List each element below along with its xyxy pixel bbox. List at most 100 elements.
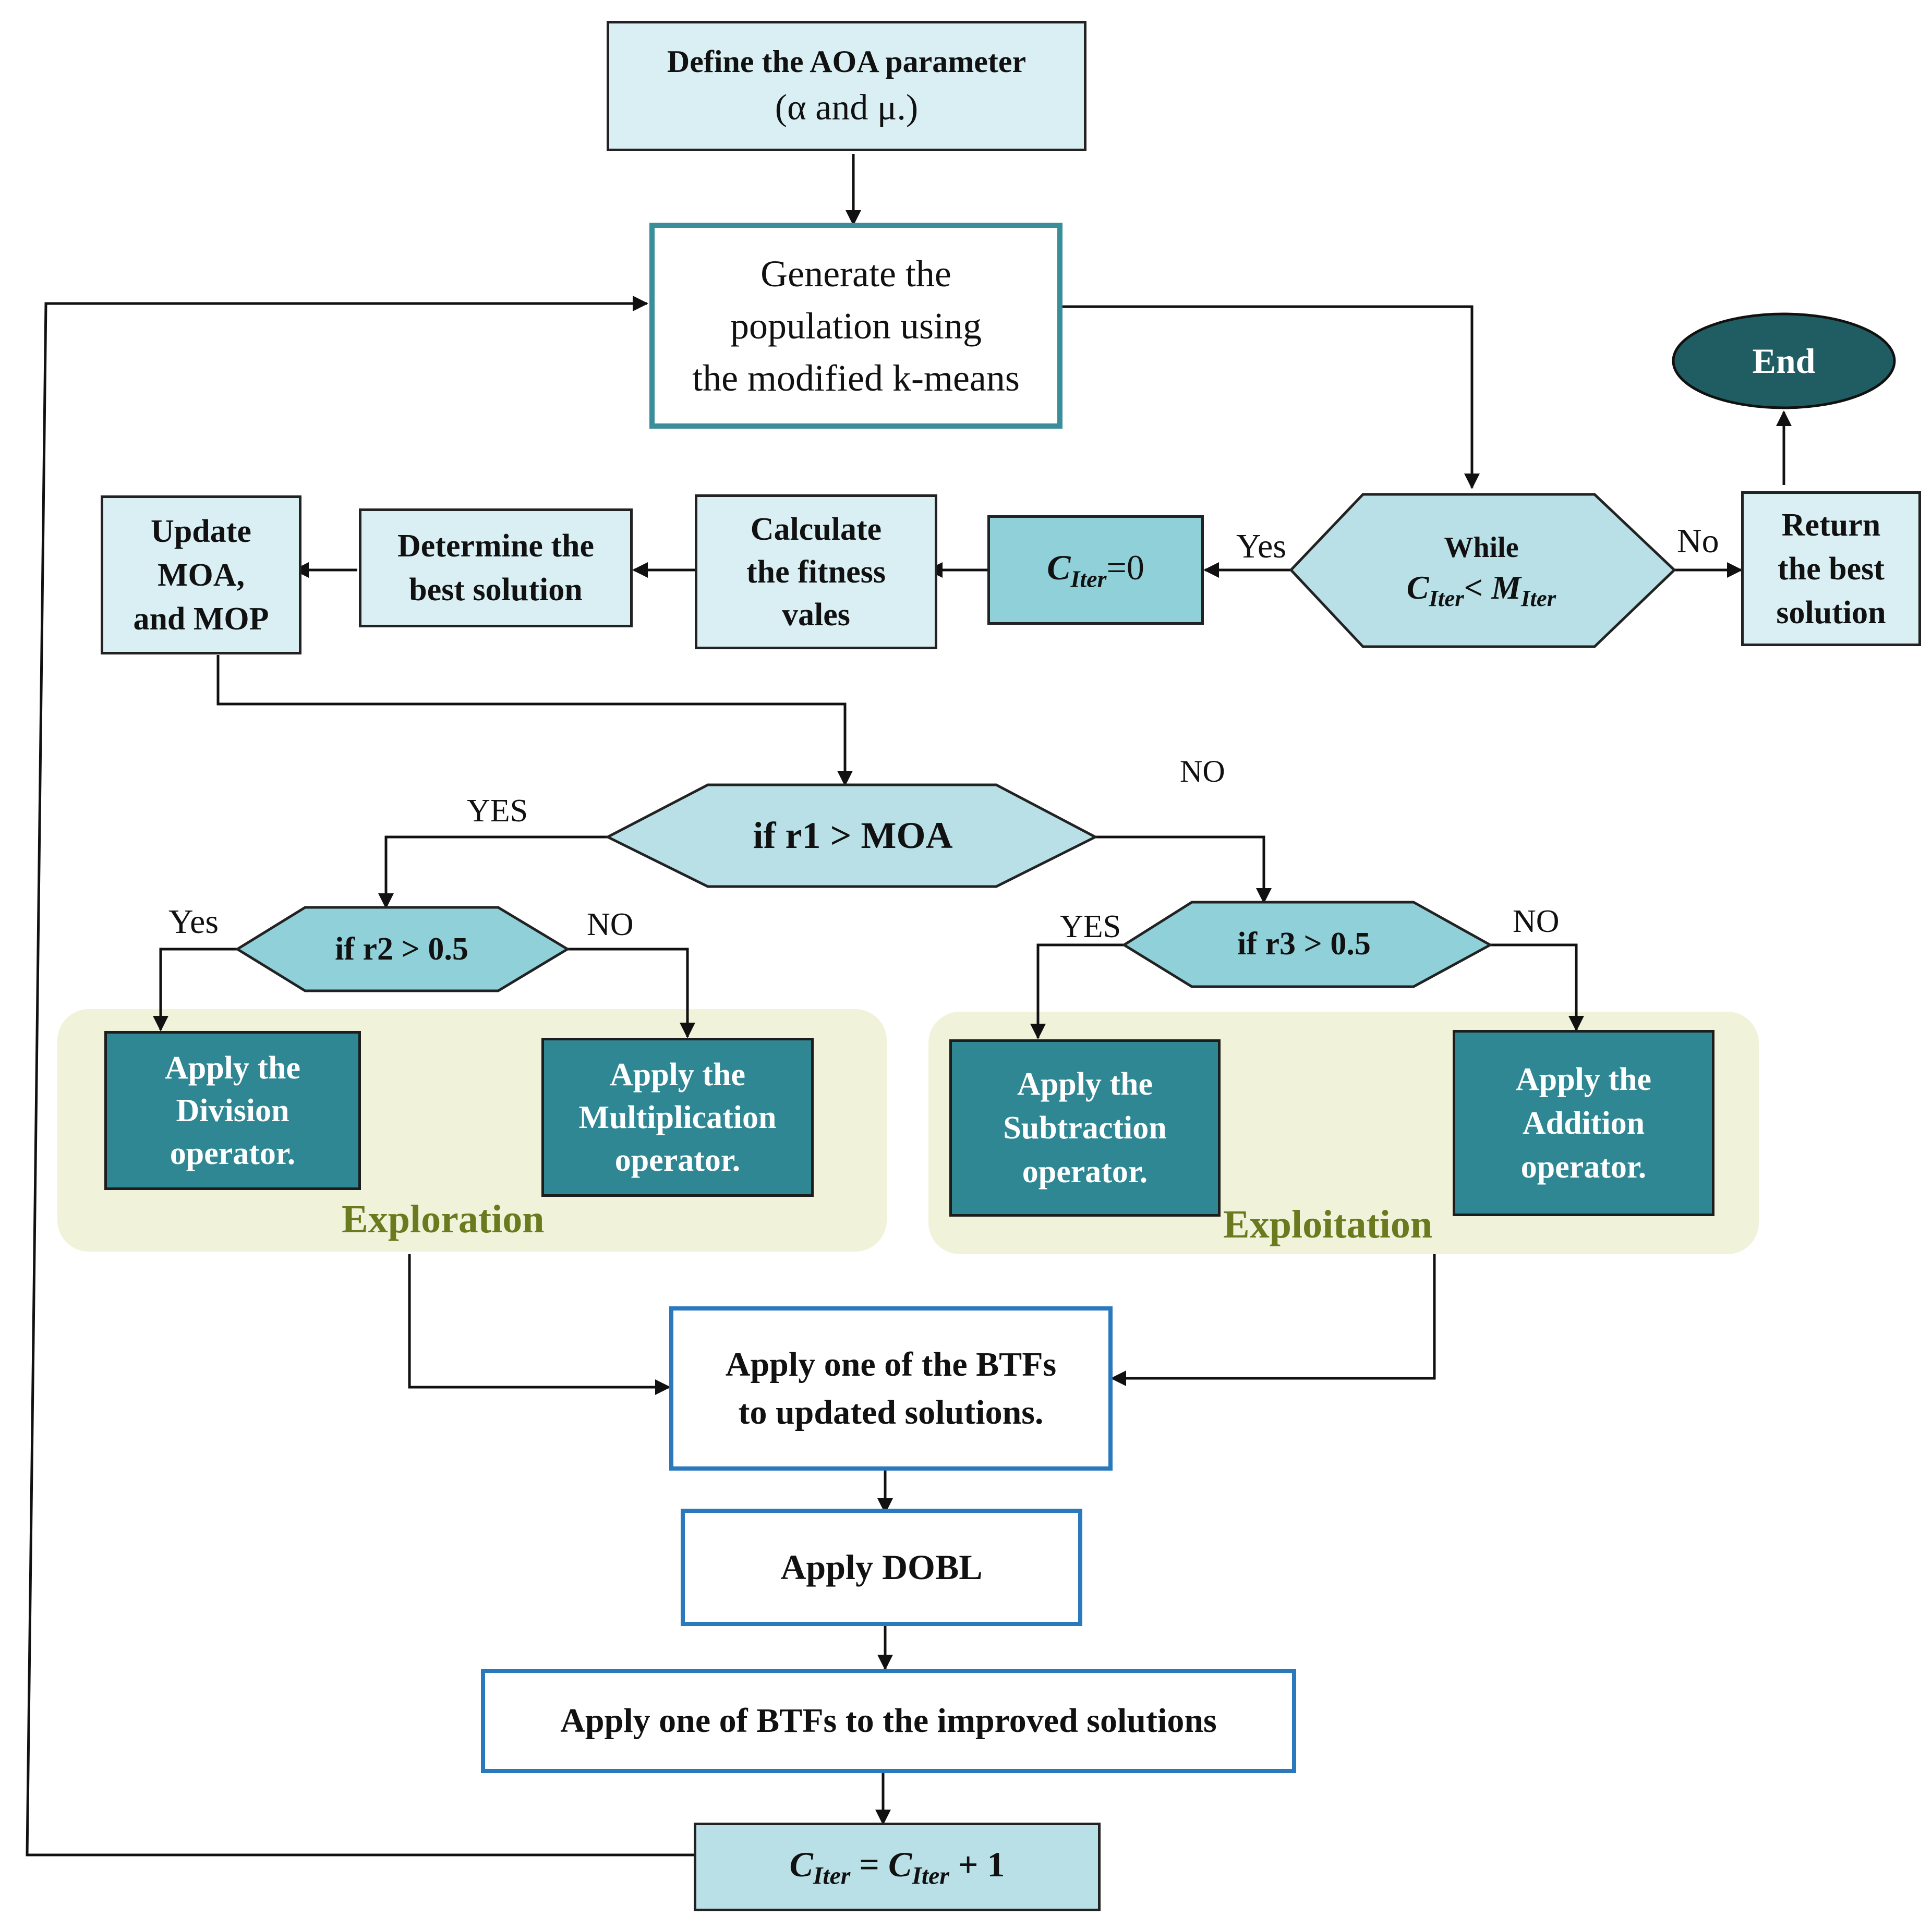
generate-line3: the modified k-means xyxy=(692,357,1020,399)
subtraction-line2: Subtraction xyxy=(1003,1110,1167,1146)
apply-dobl-box: Apply DOBL xyxy=(681,1509,1082,1626)
division-line3: operator. xyxy=(170,1135,296,1171)
r2-text: if r2 > 0.5 xyxy=(335,931,468,967)
increment-rest: + 1 xyxy=(958,1844,1005,1884)
division-line1: Apply the xyxy=(164,1050,301,1086)
exploitation-label: Exploitation xyxy=(1223,1203,1433,1246)
r2-hexagon xyxy=(235,906,570,992)
edge-r3-addition xyxy=(1490,943,1584,1032)
r2-condition: if r2 > 0.5 xyxy=(292,910,511,988)
edge-update-r1 xyxy=(216,655,853,786)
btf2-text: Apply one of BTFs to the improved soluti… xyxy=(560,1702,1217,1740)
edge-exploration-btf1 xyxy=(408,1254,671,1395)
update-moa-mop-box: Update MOA, and MOP xyxy=(101,495,301,654)
r1-hexagon xyxy=(605,783,1098,888)
define-line2: (α and μ.) xyxy=(775,87,919,128)
update-line3: and MOP xyxy=(133,601,269,637)
calc-line1: Calculate xyxy=(750,511,882,547)
increment-eq: = xyxy=(859,1844,879,1884)
label-r3-no: NO xyxy=(1513,904,1560,939)
increment-lhs-var: C xyxy=(789,1844,813,1884)
addition-line1: Apply the xyxy=(1515,1061,1652,1097)
determine-line1: Determine the xyxy=(397,528,594,564)
r3-hexagon xyxy=(1121,901,1493,988)
citer-init-expr: CIter=0 xyxy=(1047,547,1144,593)
while-hexagon xyxy=(1289,493,1676,648)
citer-increment-box: CIter = CIter + 1 xyxy=(694,1823,1101,1911)
while-line1: While xyxy=(1444,531,1519,564)
multiplication-line1: Apply the xyxy=(609,1057,746,1093)
increment-rhs-var: C xyxy=(888,1844,912,1884)
addition-line2: Addition xyxy=(1522,1105,1645,1141)
label-while-yes: Yes xyxy=(1236,527,1287,565)
calculate-fitness-box: Calculate the fitness vales xyxy=(695,494,937,649)
calc-line2: the fitness xyxy=(746,554,886,590)
determine-line2: best solution xyxy=(409,572,583,608)
label-r3-yes: YES xyxy=(1060,909,1121,944)
edge-r3-subtraction xyxy=(1030,943,1124,1039)
while-condition: While CIter< MIter xyxy=(1335,501,1627,641)
division-operator-box: Apply the Division operator. xyxy=(104,1031,361,1190)
while-lhs-sub: Iter xyxy=(1429,585,1464,611)
multiplication-line3: operator. xyxy=(614,1142,741,1178)
calc-line3: vales xyxy=(782,597,850,633)
btf1-line1: Apply one of the BTFs xyxy=(725,1345,1057,1384)
apply-btf-updated-box: Apply one of the BTFs to updated solutio… xyxy=(669,1306,1113,1471)
increment-expr: CIter = CIter + 1 xyxy=(790,1844,1005,1890)
while-op: < xyxy=(1464,568,1483,606)
end-text: End xyxy=(1752,341,1816,381)
while-inequality: CIter< MIter xyxy=(1407,568,1556,612)
update-line1: Update xyxy=(151,513,251,549)
edge-r2-division xyxy=(153,948,237,1032)
subtraction-line3: operator. xyxy=(1022,1154,1148,1190)
edge-exploitation-btf1 xyxy=(1110,1254,1436,1386)
generate-line1: Generate the xyxy=(760,252,951,295)
r3-condition: if r3 > 0.5 xyxy=(1189,905,1419,983)
increment-lhs-sub: Iter xyxy=(813,1862,851,1890)
generate-population-box: Generate the population using the modifi… xyxy=(649,223,1062,429)
determine-best-box: Determine the best solution xyxy=(359,508,633,627)
define-line1: Define the AOA parameter xyxy=(667,44,1027,79)
apply-btf-improved-box: Apply one of BTFs to the improved soluti… xyxy=(481,1669,1296,1773)
generate-line2: population using xyxy=(730,305,982,347)
label-r2-yes: Yes xyxy=(168,903,219,941)
r1-condition: if r1 > MOA xyxy=(678,787,1028,884)
subtraction-operator-box: Apply the Subtraction operator. xyxy=(949,1039,1221,1217)
label-r1-no: NO xyxy=(1180,754,1225,788)
while-lhs-var: C xyxy=(1406,568,1429,606)
edge-r1-r3 xyxy=(1095,835,1272,904)
define-parameters-box: Define the AOA parameter (α and μ.) xyxy=(607,21,1086,151)
citer-init-var: C xyxy=(1047,548,1071,588)
exploration-label: Exploration xyxy=(342,1197,545,1241)
multiplication-operator-box: Apply the Multiplication operator. xyxy=(541,1038,814,1197)
r1-text: if r1 > MOA xyxy=(753,815,953,856)
while-rhs-sub: Iter xyxy=(1521,585,1556,611)
return-line3: solution xyxy=(1776,595,1886,630)
addition-operator-box: Apply the Addition operator. xyxy=(1453,1030,1714,1216)
division-line2: Division xyxy=(176,1093,289,1129)
edge-r1-r2 xyxy=(378,835,608,909)
label-r2-no: NO xyxy=(587,907,634,942)
label-while-no: No xyxy=(1677,522,1719,560)
btf1-line2: to updated solutions. xyxy=(738,1393,1044,1431)
return-line2: the best xyxy=(1778,551,1885,587)
end-label: End xyxy=(1674,316,1893,407)
edge-r2-multiplication xyxy=(567,948,695,1038)
label-r1-yes: YES xyxy=(467,793,528,829)
citer-init-box: CIter=0 xyxy=(987,515,1204,625)
edge-loop-generate xyxy=(26,296,694,1857)
citer-init-sub: Iter xyxy=(1070,565,1107,592)
subtraction-line1: Apply the xyxy=(1017,1066,1153,1102)
r3-text: if r3 > 0.5 xyxy=(1237,926,1371,962)
multiplication-line2: Multiplication xyxy=(578,1099,777,1135)
return-best-solution-box: Return the best solution xyxy=(1741,491,1921,646)
citer-init-rest: =0 xyxy=(1106,548,1144,588)
dobl-text: Apply DOBL xyxy=(780,1547,983,1587)
addition-line3: operator. xyxy=(1520,1149,1647,1185)
while-rhs-var: M xyxy=(1491,568,1522,606)
increment-rhs-sub: Iter xyxy=(912,1862,949,1890)
return-line1: Return xyxy=(1781,507,1881,543)
edge-generate-while xyxy=(1061,305,1480,489)
